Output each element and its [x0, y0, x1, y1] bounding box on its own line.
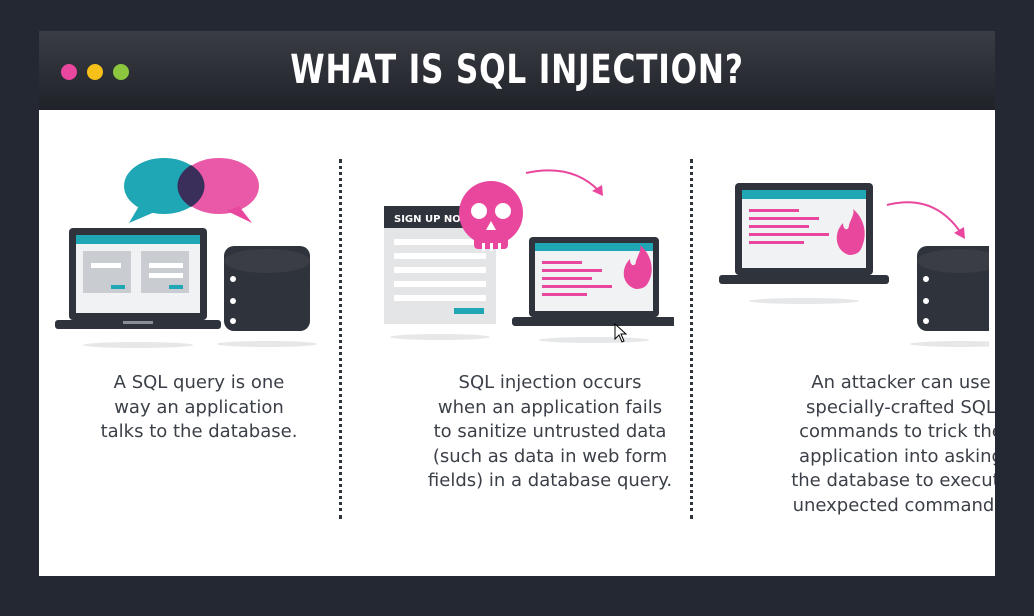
laptop-icon: [55, 228, 221, 348]
injection-illustration: SIGN UP NOW: [384, 169, 674, 343]
column-divider: [690, 159, 693, 519]
speech-bubbles-icon: [124, 158, 259, 223]
mouse-cursor-icon: [614, 323, 628, 343]
column-divider: [339, 159, 342, 519]
arrow-icon: [525, 169, 600, 192]
title-bar: WHAT IS SQL INJECTION?: [39, 31, 995, 110]
panel-1-text: A SQL query is one way an application ta…: [100, 372, 298, 442]
form-title: SIGN UP NOW: [394, 214, 472, 225]
arrow-icon: [886, 201, 962, 234]
panel-2-text: SQL injection occurs when an application…: [427, 372, 673, 491]
window-dot-yellow: [87, 64, 103, 80]
database-icon: [217, 246, 317, 347]
database-icon: [910, 246, 989, 347]
query-illustration: [55, 158, 317, 348]
window-dot-pink: [61, 64, 77, 80]
page-title: WHAT IS SQL INJECTION?: [290, 47, 744, 93]
attack-illustration: [719, 183, 989, 347]
laptop-icon: [719, 183, 889, 304]
infographic-window: WHAT IS SQL INJECTION?: [39, 31, 995, 576]
laptop-icon: [512, 237, 674, 343]
skull-icon: [459, 181, 523, 251]
window-dot-green: [113, 64, 129, 80]
panel-3-text: An attacker can use specially-crafted SQ…: [791, 372, 995, 516]
